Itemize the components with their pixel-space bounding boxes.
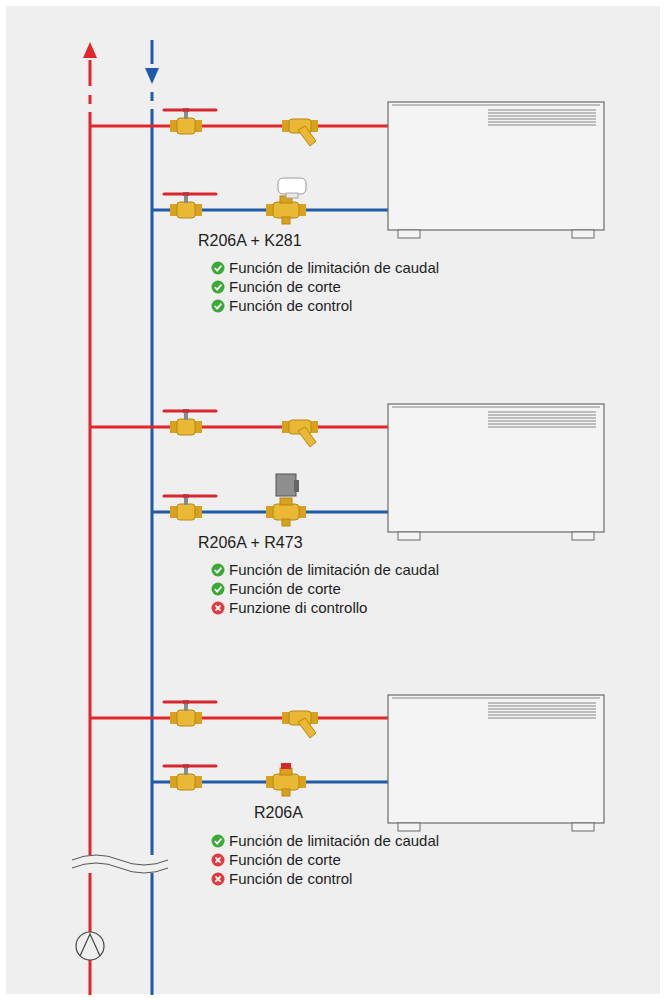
function-item: Función de limitación de caudal	[229, 259, 439, 276]
function-item: Función de corte	[229, 851, 341, 868]
function-item: Función de corte	[229, 278, 341, 295]
model-label: R206A	[254, 804, 303, 822]
function-item: Función de control	[229, 870, 352, 887]
function-item: Función de control	[229, 297, 352, 314]
function-item: Función de limitación de caudal	[229, 561, 439, 578]
model-label: R206A + R473	[198, 534, 303, 552]
model-label: R206A + K281	[198, 232, 302, 250]
function-item: Funzione di controllo	[229, 599, 367, 616]
function-item: Función de limitación de caudal	[229, 832, 439, 849]
function-item: Función de corte	[229, 580, 341, 597]
